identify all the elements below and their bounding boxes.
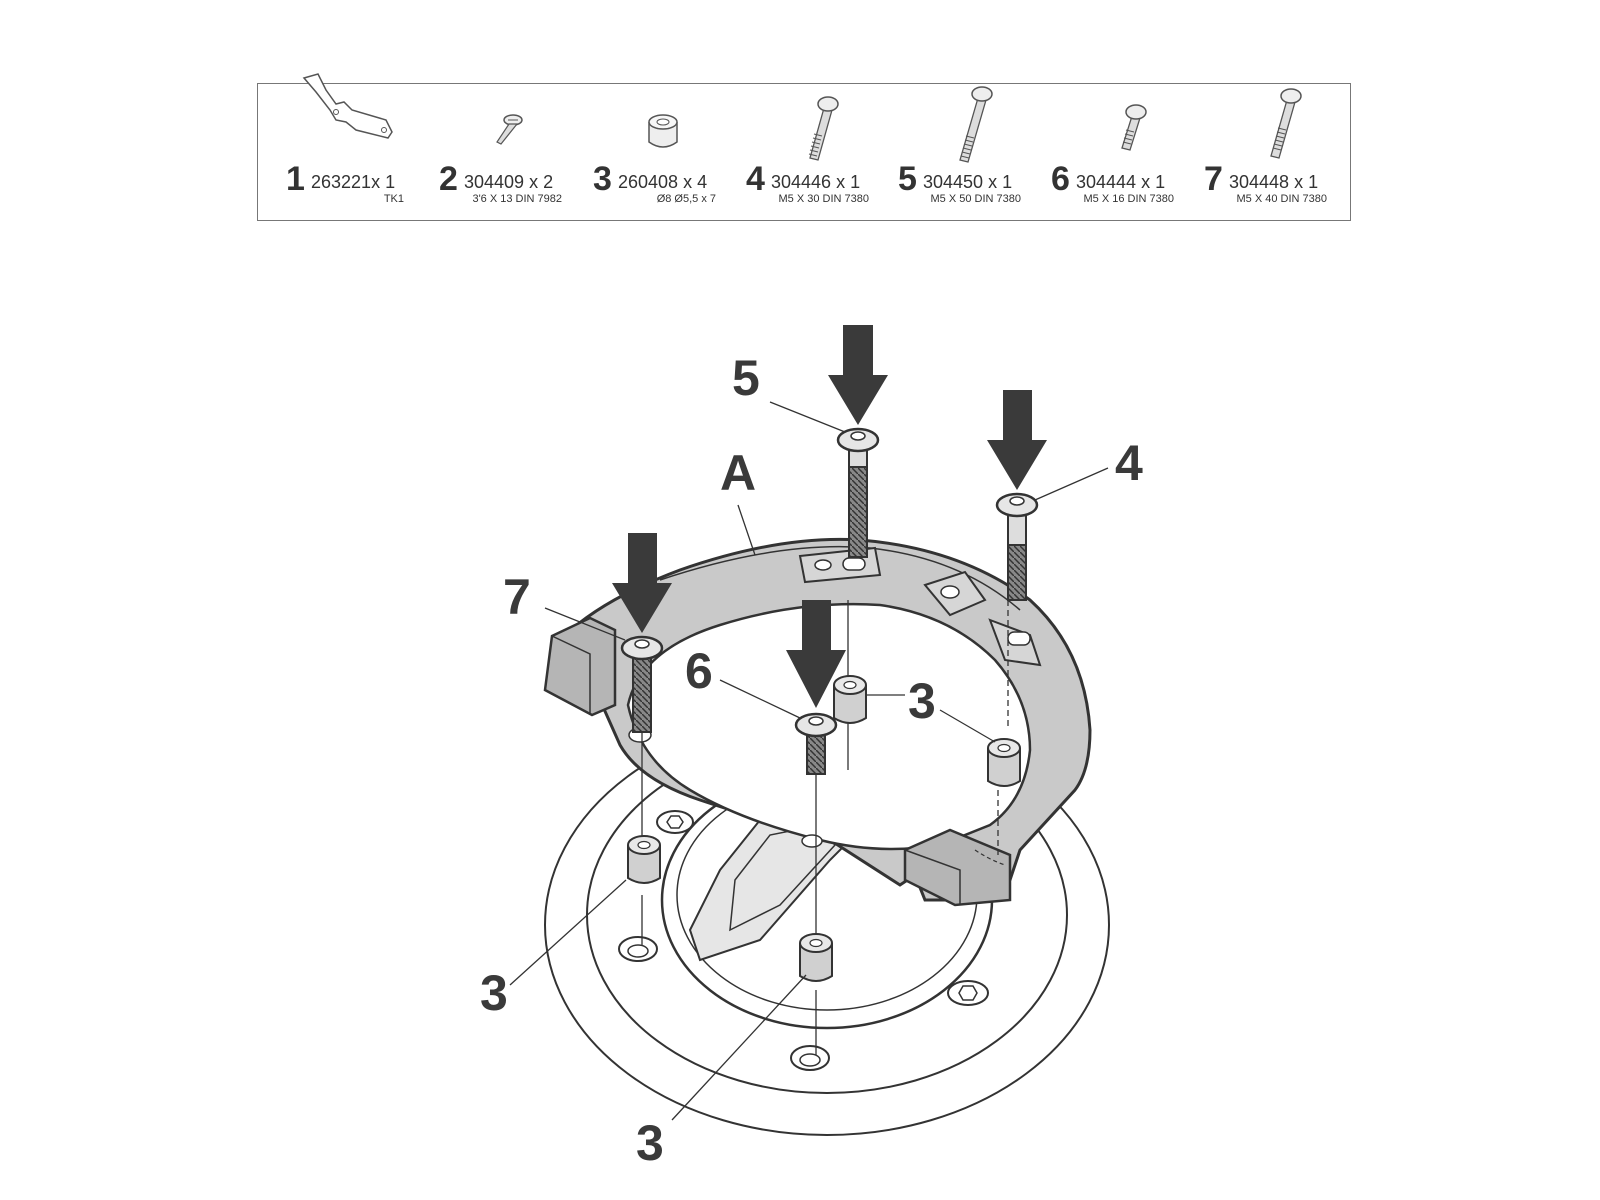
part-code: 263221x 1 [311,172,396,192]
bolt-icon [1121,104,1147,151]
bolt-icon [1270,88,1302,159]
callout-label-5: 5 [732,350,760,406]
part-item-5: 5 304450 x 1 M5 X 50 DIN 7380 [898,84,1038,220]
bolt-6 [794,712,838,775]
part-code: 304446 x 1 [771,172,861,192]
callout-label-3-bottom: 3 [636,1115,664,1171]
part-item-6: 6 304444 x 1 M5 X 16 DIN 7380 [1051,84,1191,220]
part-code: 304444 x 1 [1076,172,1166,192]
part-item-1: 1 263221x 1 TK1 [286,73,416,220]
part-item-7: 7 304448 x 1 M5 X 40 DIN 7380 [1204,84,1344,220]
part-spec: 3'6 X 13 DIN 7982 [472,193,562,205]
hex-plug-icon [656,810,989,1006]
callout-label-3-left: 3 [480,965,508,1021]
part-item-2: 2 304409 x 2 3'6 X 13 DIN 7982 [439,84,579,220]
arrow-down-icon [786,600,846,708]
spacer-icon [627,835,661,884]
bolt-5 [836,427,880,558]
part-number: 3 [593,160,612,198]
part-number: 1 [286,160,305,198]
part-code: 304448 x 1 [1229,172,1319,192]
callout-label-3-right: 3 [908,673,936,729]
part-number: 5 [898,160,917,198]
countersunk-screw-icon [496,114,523,145]
bolt-7 [620,635,664,733]
part-item-3: 3 260408 x 4 Ø8 Ø5,5 x 7 [593,84,733,220]
bolt-icon [959,86,993,163]
bolt-icon [808,96,839,161]
spacer-icon [987,738,1021,787]
bolt-4 [995,492,1039,601]
callout-label-7: 7 [503,569,531,625]
arrow-down-icon [828,325,888,425]
part-code: 304450 x 1 [923,172,1013,192]
bracket-icon [302,73,393,139]
part-number: 4 [746,160,765,198]
part-spec: M5 X 50 DIN 7380 [930,193,1022,205]
callout-label-a: A [720,445,756,501]
leader-lines [509,401,1109,1121]
part-spec: M5 X 40 DIN 7380 [1236,193,1328,205]
spacer-icon [799,933,833,982]
part-spec: M5 X 30 DIN 7380 [778,193,870,205]
arrow-down-icon [612,533,672,633]
spacer-icon [648,114,678,148]
part-code: 304409 x 2 [464,172,554,192]
spacer-icon [833,675,867,724]
part-number: 2 [439,160,458,198]
arrow-down-icon [987,390,1047,490]
parts-list: 1 263221x 1 TK1 2 304409 x 2 3'6 X 13 DI… [257,73,1351,221]
part-code: 260408 x 4 [618,172,708,192]
part-number: 6 [1051,160,1070,198]
part-spec: Ø8 Ø5,5 x 7 [656,193,716,205]
part-spec: TK1 [383,193,404,205]
callout-label-4: 4 [1115,435,1143,491]
part-spec: M5 X 16 DIN 7380 [1083,193,1175,205]
part-item-4: 4 304446 x 1 M5 X 30 DIN 7380 [746,84,886,220]
part-number: 7 [1204,160,1223,198]
callout-label-6: 6 [685,643,713,699]
